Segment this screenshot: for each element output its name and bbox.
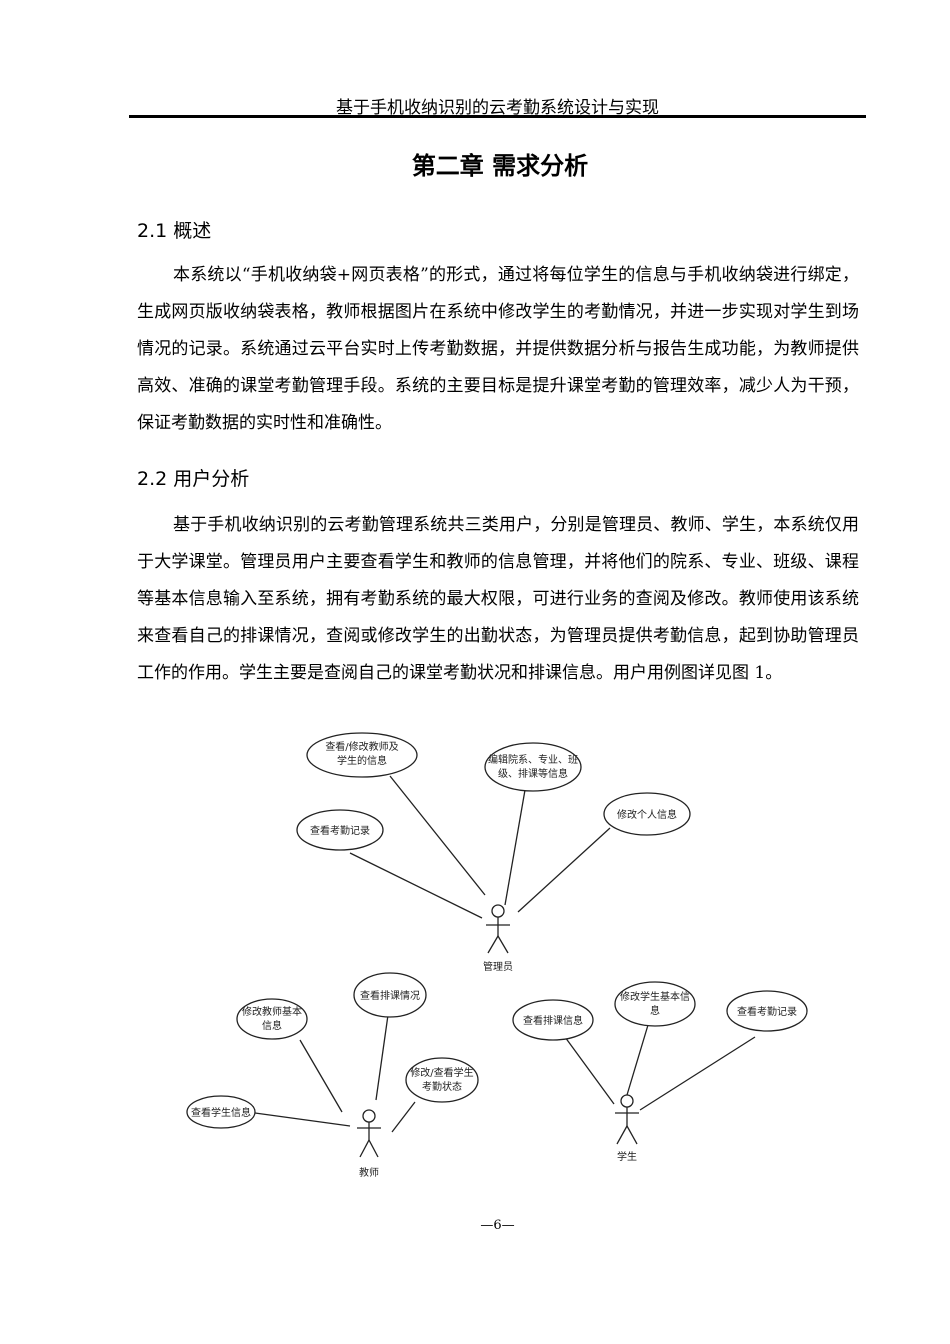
svg-text:查看排课信息: 查看排课信息 bbox=[523, 1014, 583, 1027]
actor-admin-label: 管理员 bbox=[483, 960, 513, 973]
svg-text:考勤状态: 考勤状态 bbox=[422, 1080, 462, 1093]
use-case-teacher-view-schedule: 查看排课情况 bbox=[353, 972, 427, 1018]
paragraph-overview: 本系统以“手机收纳袋+网页表格”的形式，通过将每位学生的信息与手机收纳袋进行绑定… bbox=[137, 265, 859, 433]
paragraph-user-analysis: 基于手机收纳识别的云考勤管理系统共三类用户，分别是管理员、教师、学生，本系统仅用… bbox=[137, 515, 859, 683]
chapter-title: 第二章 需求分析 bbox=[411, 152, 589, 180]
svg-text:修改个人信息: 修改个人信息 bbox=[617, 808, 677, 821]
svg-text:修改教师基本: 修改教师基本 bbox=[242, 1005, 302, 1018]
use-case-student-view-attendance: 查看考勤记录 bbox=[726, 990, 808, 1032]
header-rule bbox=[129, 115, 866, 118]
svg-text:学生的信息: 学生的信息 bbox=[337, 754, 387, 767]
svg-text:级、排课等信息: 级、排课等信息 bbox=[498, 767, 568, 780]
use-case-student-edit-info: 修改学生基本信 息 bbox=[614, 981, 696, 1027]
section-heading-overview: 2.1 概述 bbox=[137, 220, 212, 242]
use-case-teacher-edit-info: 修改教师基本 信息 bbox=[236, 998, 308, 1040]
use-case-admin-view-edit-info: 查看/修改教师及 学生的信息 bbox=[306, 732, 418, 778]
actor-teacher-label: 教师 bbox=[359, 1166, 379, 1179]
page-number: —6— bbox=[480, 1218, 515, 1233]
section-heading-user-analysis: 2.2 用户分析 bbox=[137, 468, 250, 490]
actor-admin bbox=[486, 904, 510, 954]
svg-text:查看排课情况: 查看排课情况 bbox=[360, 989, 420, 1002]
use-case-admin-edit-profile: 修改个人信息 bbox=[603, 792, 691, 836]
actor-student-label: 学生 bbox=[617, 1150, 637, 1163]
running-header: 基于手机收纳识别的云考勤系统设计与实现 bbox=[336, 98, 659, 118]
svg-text:修改/查看学生: 修改/查看学生 bbox=[410, 1066, 473, 1079]
use-case-admin-edit-dept: 编辑院系、专业、班 级、排课等信息 bbox=[484, 742, 582, 792]
use-case-student-view-schedule: 查看排课信息 bbox=[512, 999, 594, 1041]
use-case-teacher-view-students: 查看学生信息 bbox=[186, 1095, 256, 1129]
actor-student bbox=[615, 1094, 639, 1145]
svg-text:查看考勤记录: 查看考勤记录 bbox=[737, 1005, 797, 1018]
use-case-teacher-edit-attendance: 修改/查看学生 考勤状态 bbox=[405, 1057, 479, 1103]
svg-text:查看学生信息: 查看学生信息 bbox=[191, 1106, 251, 1119]
svg-text:修改学生基本信: 修改学生基本信 bbox=[620, 990, 690, 1003]
svg-text:编辑院系、专业、班: 编辑院系、专业、班 bbox=[488, 753, 578, 766]
svg-text:信息: 信息 bbox=[262, 1019, 282, 1032]
svg-text:查看/修改教师及: 查看/修改教师及 bbox=[325, 740, 398, 753]
actor-teacher bbox=[357, 1109, 381, 1158]
svg-text:查看考勤记录: 查看考勤记录 bbox=[310, 824, 370, 837]
svg-text:息: 息 bbox=[650, 1004, 660, 1017]
use-case-admin-view-attendance: 查看考勤记录 bbox=[296, 809, 384, 851]
